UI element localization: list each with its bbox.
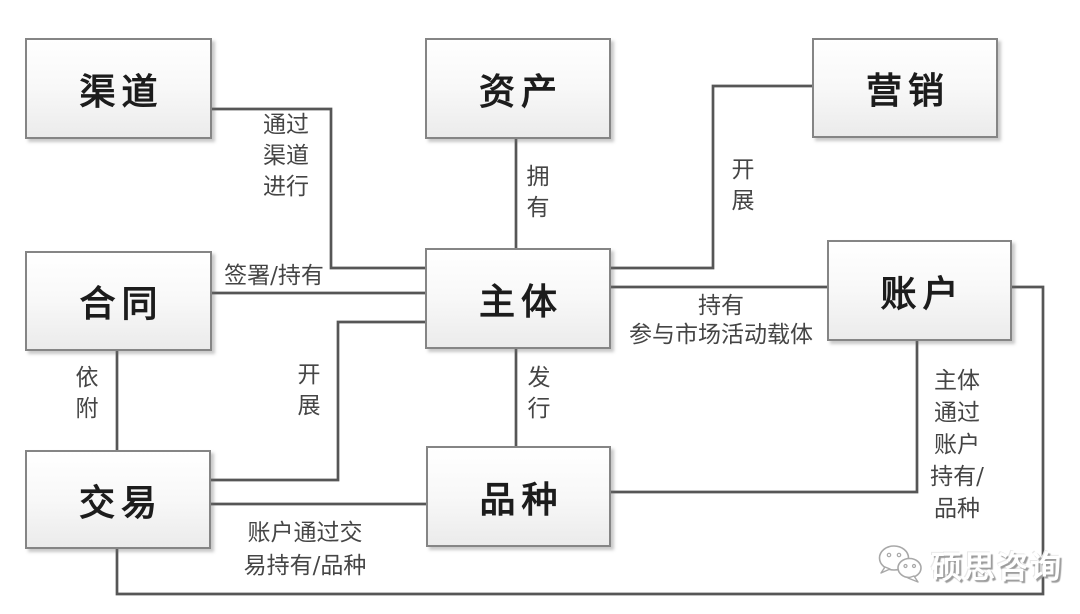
edge-label-carry-out-marketing: 开 展 (731, 157, 755, 214)
node-product-label: 品种 (479, 478, 564, 521)
watermark: 硕思咨询 (876, 538, 1066, 590)
wechat-bubbles-icon (878, 545, 922, 583)
node-asset: 资产 (425, 38, 611, 139)
edge-label-carry-out-transaction: 开 展 (297, 362, 321, 419)
node-product: 品种 (426, 446, 611, 547)
edge-channel-entity (208, 107, 425, 270)
node-entity: 主体 (425, 248, 611, 349)
node-channel: 渠道 (25, 38, 212, 139)
node-transaction: 交易 (25, 450, 211, 549)
node-asset-label: 资产 (478, 70, 563, 113)
edge-entity-marketing (607, 84, 812, 270)
node-channel-label: 渠道 (79, 70, 164, 113)
watermark-text: 硕思咨询 (931, 549, 1063, 586)
edge-label-hold-participate: 持有 参与市场活动载体 (629, 293, 813, 348)
edge-label-own: 拥 有 (526, 164, 550, 221)
edge-label-sign-hold: 签署/持有 (224, 263, 324, 289)
edge-transaction-entity (207, 320, 425, 482)
node-account-label: 账户 (880, 272, 965, 315)
node-contract: 合同 (25, 251, 212, 351)
edge-product-account (607, 337, 919, 494)
node-contract-label: 合同 (79, 283, 164, 325)
node-entity-label: 主体 (478, 280, 563, 323)
edge-account-transaction-loop (115, 285, 1045, 596)
edge-label-via-channel: 通过 渠道 进行 (263, 112, 309, 200)
node-transaction-label: 交易 (78, 481, 163, 524)
node-marketing-label: 营销 (865, 70, 950, 112)
edge-label-attach: 依 附 (75, 365, 99, 422)
node-account: 账户 (827, 240, 1012, 341)
edge-label-entity-via-account: 主体 通过 账户 持有/ 品种 (930, 368, 984, 522)
edge-label-issue: 发 行 (527, 365, 551, 422)
edge-label-account-via-transaction: 账户通过交 易持有/品种 (243, 520, 367, 579)
node-marketing: 营销 (812, 38, 998, 138)
